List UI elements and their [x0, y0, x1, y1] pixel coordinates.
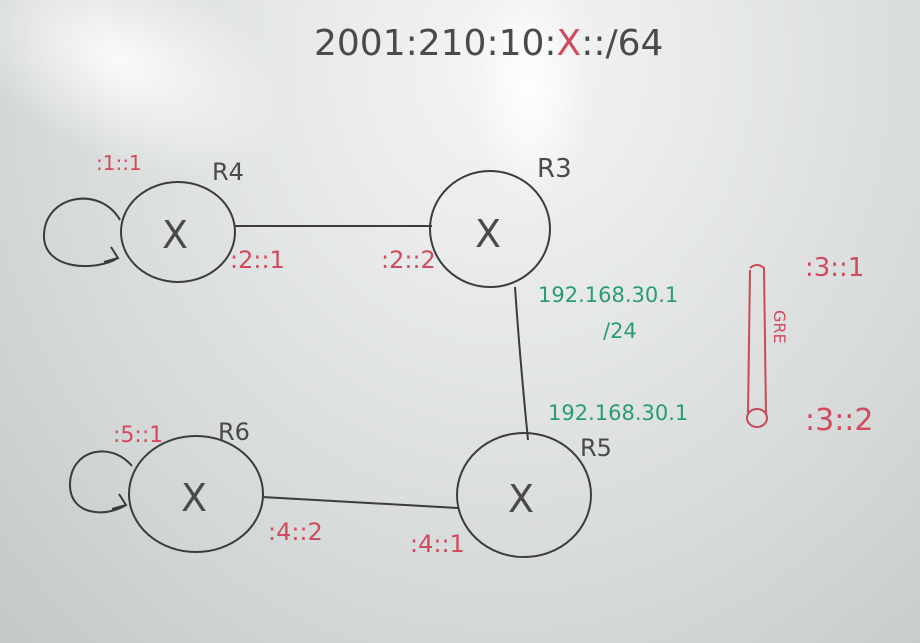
link-r3-r5 [514, 286, 529, 441]
router-r6-mark: X [181, 476, 207, 520]
r6-loopback-arrow [68, 450, 133, 514]
ipv4-r3: 192.168.30.1 [538, 283, 678, 307]
router-r4-label: R4 [212, 158, 244, 186]
router-r3-mark: X [475, 212, 501, 256]
gre-tunnel [746, 264, 768, 428]
title-prefix: 2001:210:10: [314, 23, 557, 64]
router-r5[interactable]: X [456, 432, 592, 558]
addr-r4-to-r3: :2::1 [230, 246, 285, 274]
router-r3[interactable]: X [429, 170, 551, 288]
title-variable: X [557, 23, 582, 64]
ipv4-r5: 192.168.30.1 [548, 401, 688, 425]
addr-r3-to-r4: :2::2 [381, 246, 436, 274]
diagram-title: 2001:210:10:X::/64 [314, 23, 663, 64]
link-r6-r5 [261, 496, 459, 509]
router-r6[interactable]: X [128, 435, 264, 553]
router-r5-mark: X [508, 477, 534, 521]
addr-r5-to-r6: :4::1 [410, 530, 465, 558]
router-r4[interactable]: X [120, 181, 236, 283]
router-r5-label: R5 [580, 434, 612, 462]
router-r4-mark: X [162, 213, 188, 257]
addr-r4-loopback: :1::1 [96, 151, 142, 175]
addr-r6-loopback: :5::1 [113, 423, 163, 448]
title-suffix: ::/64 [581, 23, 663, 64]
ipv4-mask: /24 [603, 319, 637, 343]
addr-tunnel-r5: :3::2 [805, 403, 874, 438]
gre-label: GRE [770, 310, 789, 344]
addr-tunnel-r3: :3::1 [805, 253, 864, 283]
router-r3-label: R3 [537, 154, 572, 184]
addr-r6-to-r5: :4::2 [268, 518, 323, 546]
r4-loopback-arrow [42, 197, 121, 268]
router-r6-label: R6 [218, 418, 250, 446]
